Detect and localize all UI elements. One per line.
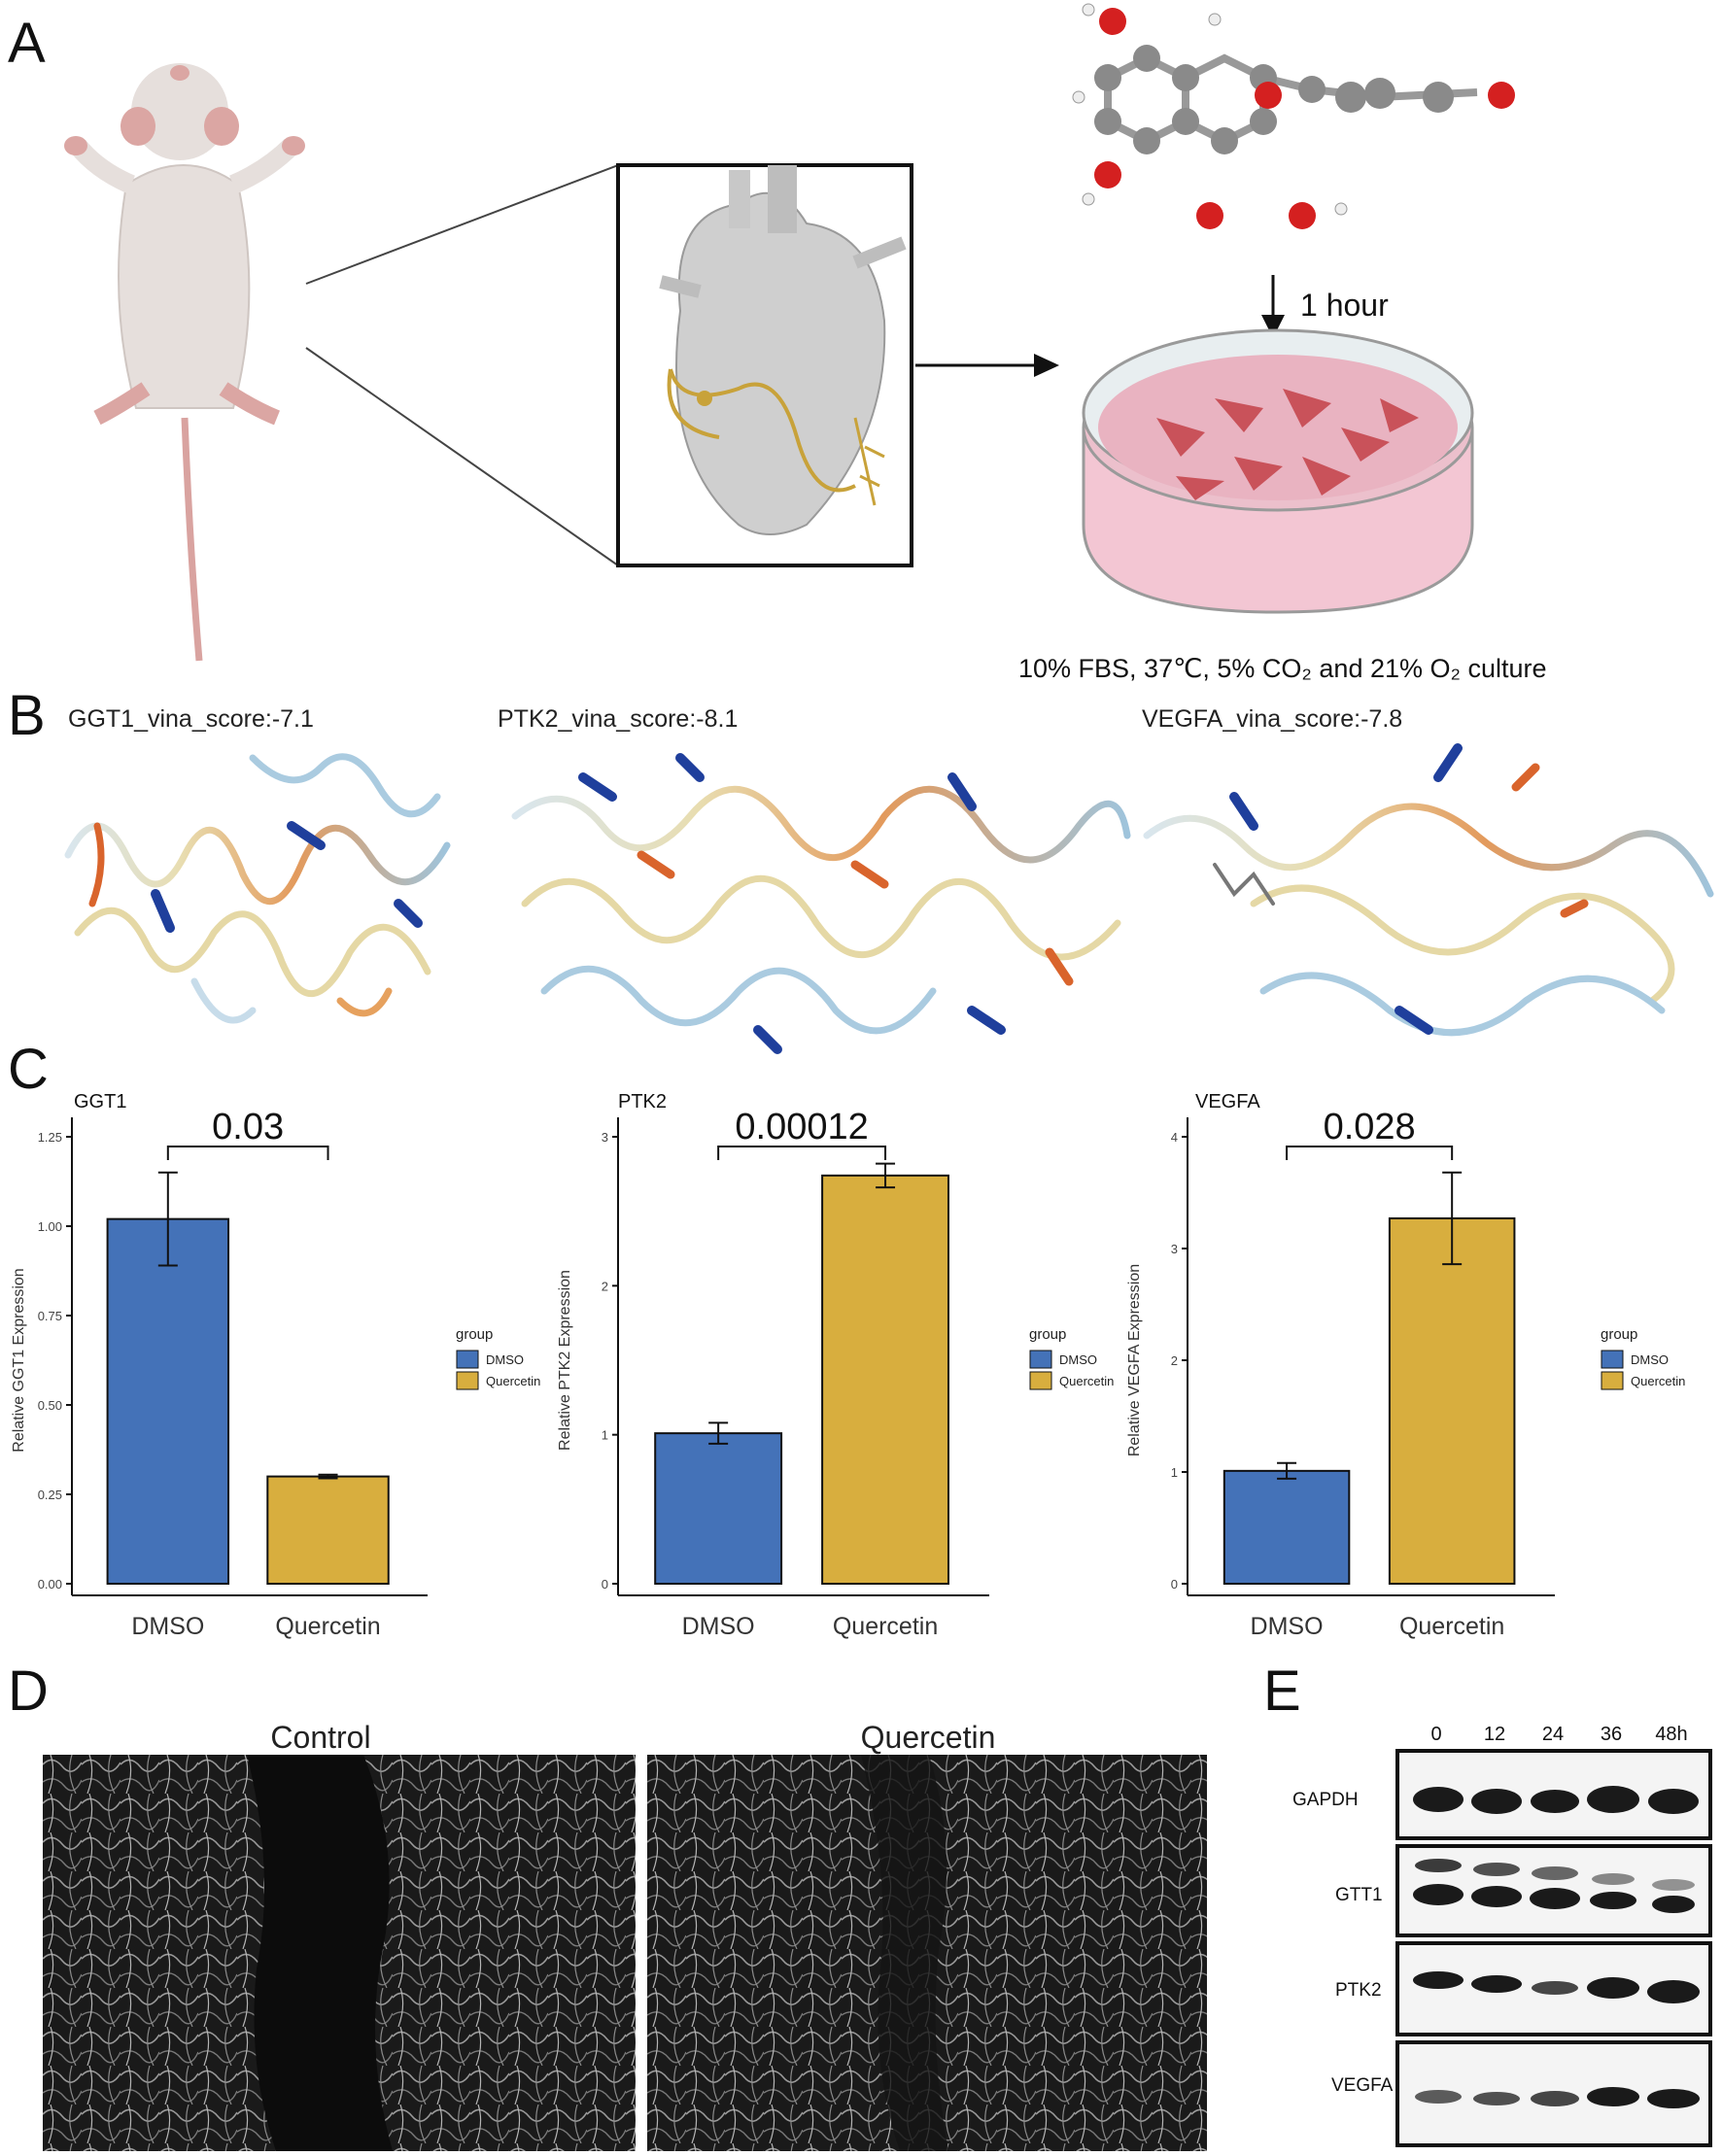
y-tick-label-1-3: 3: [602, 1130, 608, 1145]
x-tick-label-1-0: DMSO: [682, 1613, 755, 1640]
lane-label-12: 12: [1483, 1724, 1506, 1745]
x-tick-label-2-0: DMSO: [1251, 1613, 1324, 1640]
significance-bracket-0: [166, 1146, 329, 1160]
y-tick-label-1-0: 0: [602, 1577, 608, 1591]
petri-dish: [1082, 328, 1474, 614]
legend-label-0-1: Quercetin: [486, 1374, 540, 1388]
significance-bracket-2: [1286, 1146, 1454, 1160]
y-tick-label-1-2: 2: [602, 1279, 608, 1293]
y-tick-label-1-1: 1: [602, 1428, 608, 1443]
y-tick-label-2-0: 0: [1171, 1577, 1178, 1591]
panel-letter-a: A: [8, 12, 46, 75]
y-tick-label-0-2: 0.50: [38, 1398, 62, 1413]
panel-letter-c: C: [8, 1038, 49, 1101]
bar-ptk2-quercetin: [821, 1174, 949, 1585]
y-tick-label-0-3: 0.75: [38, 1309, 62, 1323]
panel-letter-d: D: [8, 1660, 49, 1723]
legend-label-1-0: DMSO: [1059, 1352, 1097, 1367]
docking-score-ggt1: GGT1_vina_score:-7.1: [68, 705, 314, 733]
micrograph-title-control: Control: [270, 1720, 371, 1755]
p-value-0: 0.03: [212, 1107, 284, 1147]
docking-score-vegfa: VEGFA_vina_score:-7.8: [1142, 705, 1403, 733]
blot-label-ptk2: PTK2: [1335, 1980, 1382, 2001]
y-tick-label-0-0: 0.00: [38, 1577, 62, 1591]
mouse-illustration: [64, 63, 305, 662]
legend-swatch-2-1: [1601, 1371, 1624, 1390]
legend-title-0: group: [456, 1326, 493, 1343]
legend-swatch-2-0: [1601, 1350, 1624, 1369]
legend-label-1-1: Quercetin: [1059, 1374, 1114, 1388]
legend-title-1: group: [1029, 1326, 1066, 1343]
blot-label-gtt1: GTT1: [1335, 1885, 1383, 1905]
p-value-2: 0.028: [1324, 1107, 1416, 1147]
quercetin-molecule: [1072, 3, 1515, 229]
blot-label-gapdh: GAPDH: [1292, 1790, 1359, 1810]
micrograph-title-quercetin: Quercetin: [860, 1720, 996, 1755]
legend-swatch-0-1: [456, 1371, 479, 1390]
y-tick-label-2-1: 1: [1171, 1465, 1178, 1480]
lane-label-0: 0: [1430, 1724, 1442, 1745]
bar-vegfa-quercetin: [1388, 1216, 1516, 1585]
lane-label-24: 24: [1541, 1724, 1565, 1745]
significance-bracket-1: [717, 1146, 887, 1160]
legend-swatch-1-1: [1029, 1371, 1052, 1390]
micrograph-quercetin: [647, 1755, 1207, 2151]
y-tick-label-0-4: 1.00: [38, 1219, 62, 1234]
chart-title-2: VEGFA: [1195, 1091, 1260, 1112]
time-label: 1 hour: [1300, 288, 1389, 323]
p-value-1: 0.00012: [735, 1107, 868, 1147]
x-tick-label-2-1: Quercetin: [1399, 1613, 1504, 1640]
docking-score-ptk2: PTK2_vina_score:-8.1: [498, 705, 739, 733]
lane-label-48h: 48h: [1655, 1724, 1688, 1745]
blot-label-vegfa: VEGFA: [1331, 2075, 1394, 2096]
x-tick-label-1-1: Quercetin: [833, 1613, 938, 1640]
ggt1-structure: [64, 753, 451, 1024]
y-tick-label-0-5: 1.25: [38, 1130, 62, 1145]
bar-ptk2-dmso: [654, 1432, 783, 1585]
y-tick-label-2-3: 3: [1171, 1242, 1178, 1256]
legend-swatch-1-0: [1029, 1350, 1052, 1369]
y-tick-label-2-4: 4: [1171, 1130, 1178, 1145]
legend-swatch-0-0: [456, 1350, 479, 1369]
panel-letter-e: E: [1263, 1660, 1301, 1723]
bar-ggt1-quercetin: [266, 1475, 390, 1586]
x-tick-label-0-0: DMSO: [131, 1613, 204, 1640]
y-tick-label-2-2: 2: [1171, 1353, 1178, 1368]
x-tick-label-0-1: Quercetin: [275, 1613, 380, 1640]
heart-illustration: [616, 163, 913, 567]
y-axis-label-1: Relative PTK2 Expression: [557, 1270, 573, 1451]
western-blot: [1395, 1749, 1712, 2147]
legend-label-0-0: DMSO: [486, 1352, 524, 1367]
chart-title-1: PTK2: [618, 1091, 667, 1112]
lane-label-36: 36: [1600, 1724, 1623, 1745]
docking-structures: [64, 743, 1714, 1054]
culture-conditions: 10% FBS, 37℃, 5% CO₂ and 21% O₂ culture: [1018, 654, 1547, 683]
experiment-schematic: [64, 3, 1515, 662]
bar-vegfa-dmso: [1223, 1469, 1351, 1586]
legend-label-2-1: Quercetin: [1631, 1374, 1685, 1388]
bar-ggt1-dmso: [106, 1217, 230, 1585]
legend-label-2-0: DMSO: [1631, 1352, 1669, 1367]
vegfa-structure: [1143, 743, 1714, 1037]
y-axis-label-0: Relative GGT1 Expression: [11, 1268, 27, 1452]
chart-title-0: GGT1: [74, 1091, 126, 1112]
ptk2-structure: [511, 753, 1131, 1054]
y-axis-label-2: Relative VEGFA Expression: [1126, 1264, 1143, 1456]
panel-letter-b: B: [8, 684, 46, 747]
legend-title-2: group: [1601, 1326, 1637, 1343]
y-tick-label-0-1: 0.25: [38, 1488, 62, 1502]
micrograph-control: [43, 1755, 636, 2151]
